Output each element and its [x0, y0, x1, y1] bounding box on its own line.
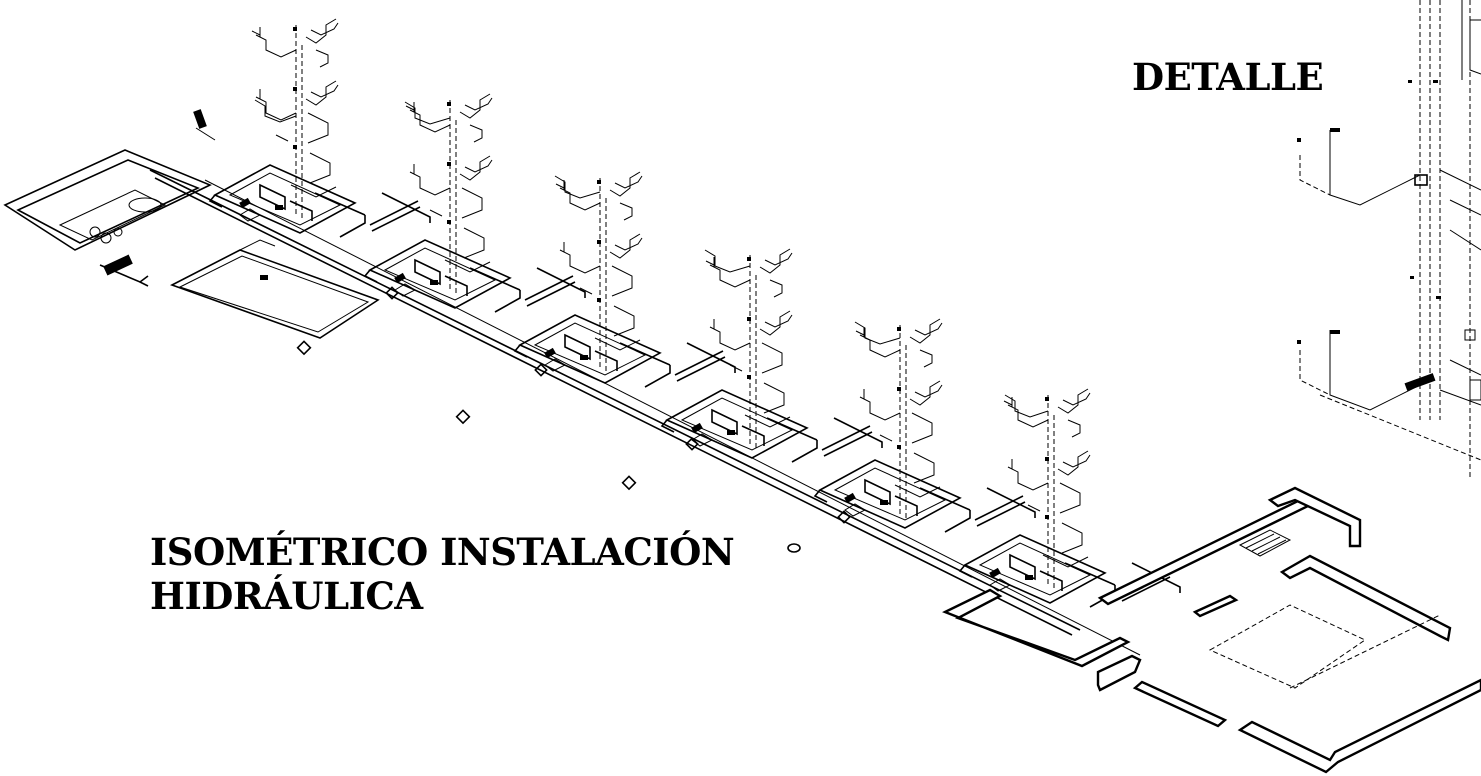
drawing-title: ISOMÉTRICO INSTALACIÓN HIDRÁULICA — [150, 530, 735, 618]
riser-upper-levels — [254, 99, 1049, 418]
riser-module-4 — [661, 248, 883, 463]
lobby-walls — [942, 486, 1481, 774]
detail-title: DETALLE — [1132, 55, 1324, 99]
drawing-title-line-1: ISOMÉTRICO INSTALACIÓN — [150, 530, 735, 574]
column-markers — [296, 286, 851, 553]
pool-area — [3, 109, 216, 287]
lobby-stair-grate — [1238, 529, 1292, 557]
detail-riser — [1297, 0, 1481, 480]
riser-module-3 — [514, 171, 736, 388]
drawing-title-line-2: HIDRÁULICA — [150, 574, 423, 618]
riser-module-2 — [364, 93, 586, 313]
garden-area — [169, 239, 380, 339]
riser-module-1 — [209, 18, 431, 238]
lobby-dashed-area — [1208, 604, 1441, 689]
